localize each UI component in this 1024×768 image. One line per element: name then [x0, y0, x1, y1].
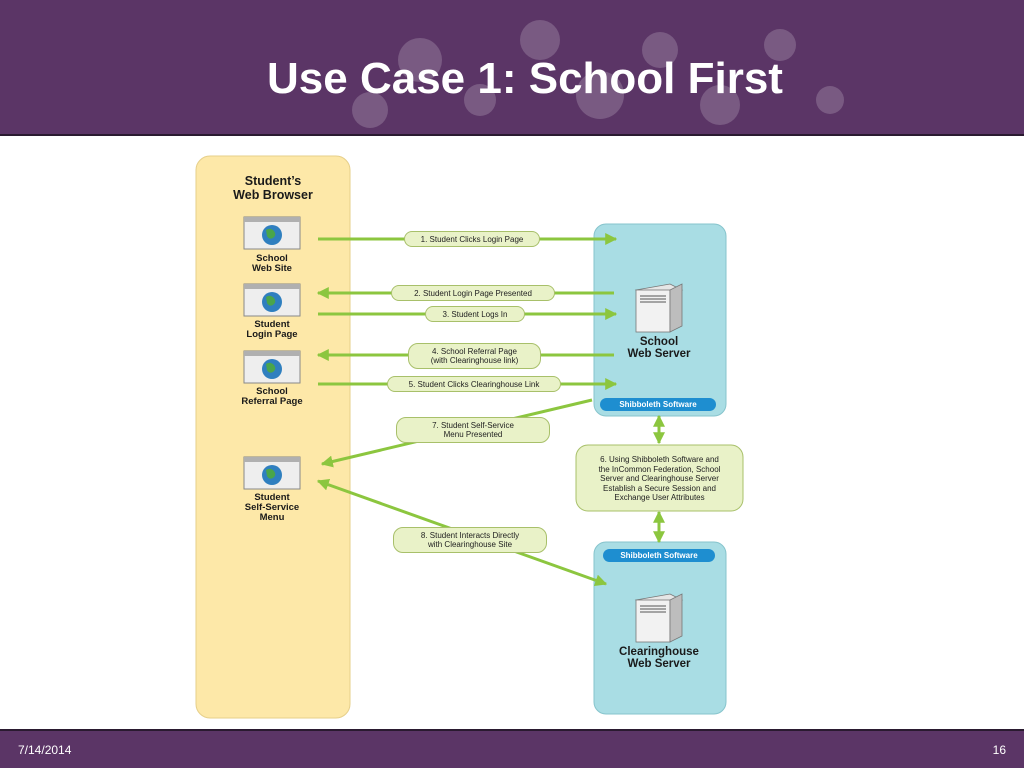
step-3-label: 3. Student Logs In	[425, 306, 525, 322]
step-6-box	[575, 444, 744, 512]
step-6-label: 6. Using Shibboleth Software and the InC…	[598, 455, 721, 502]
school-referral-page-icon	[243, 350, 301, 384]
step-5-label: 5. Student Clicks Clearinghouse Link	[387, 376, 561, 392]
school-server-icon	[634, 283, 684, 333]
student-self-service-menu-icon	[243, 456, 301, 490]
step-4-label: 4. School Referral Page (with Clearingho…	[408, 343, 541, 369]
browser-panel	[195, 155, 351, 719]
slide-footer	[0, 731, 1024, 768]
clearinghouse-shibboleth-badge: Shibboleth Software	[603, 549, 715, 562]
page-label-student-login: Student Login Page	[246, 319, 298, 340]
page-label-self-service-menu: Student Self-Service Menu	[244, 492, 300, 523]
coral-texture-decoration	[352, 20, 844, 128]
footer-divider	[0, 729, 1024, 731]
page-label-school-referral: School Referral Page	[241, 386, 303, 407]
page-label-school-web-site: School Web Site	[252, 253, 292, 274]
clearinghouse-server-label: Clearinghouse Web Server	[619, 646, 699, 670]
footer-date: 7/14/2014	[18, 743, 72, 757]
step-2-label: 2. Student Login Page Presented	[391, 285, 555, 301]
school-shibboleth-badge: Shibboleth Software	[600, 398, 716, 411]
header-divider	[0, 134, 1024, 136]
school-server-label: School Web Server	[627, 336, 691, 360]
slide-title: Use Case 1: School First	[267, 54, 783, 103]
step-8-label: 8. Student Interacts Directly with Clear…	[393, 527, 547, 553]
school-web-site-icon	[243, 216, 301, 250]
step-1-label: 1. Student Clicks Login Page	[404, 231, 540, 247]
student-login-page-icon	[243, 283, 301, 317]
footer-page-number: 16	[992, 743, 1006, 757]
browser-title: Student’s Web Browser	[233, 174, 313, 202]
step-7-label: 7. Student Self-Service Menu Presented	[396, 417, 550, 443]
clearinghouse-server-icon	[634, 593, 684, 643]
slide-header: Use Case 1: School First	[0, 0, 1024, 134]
